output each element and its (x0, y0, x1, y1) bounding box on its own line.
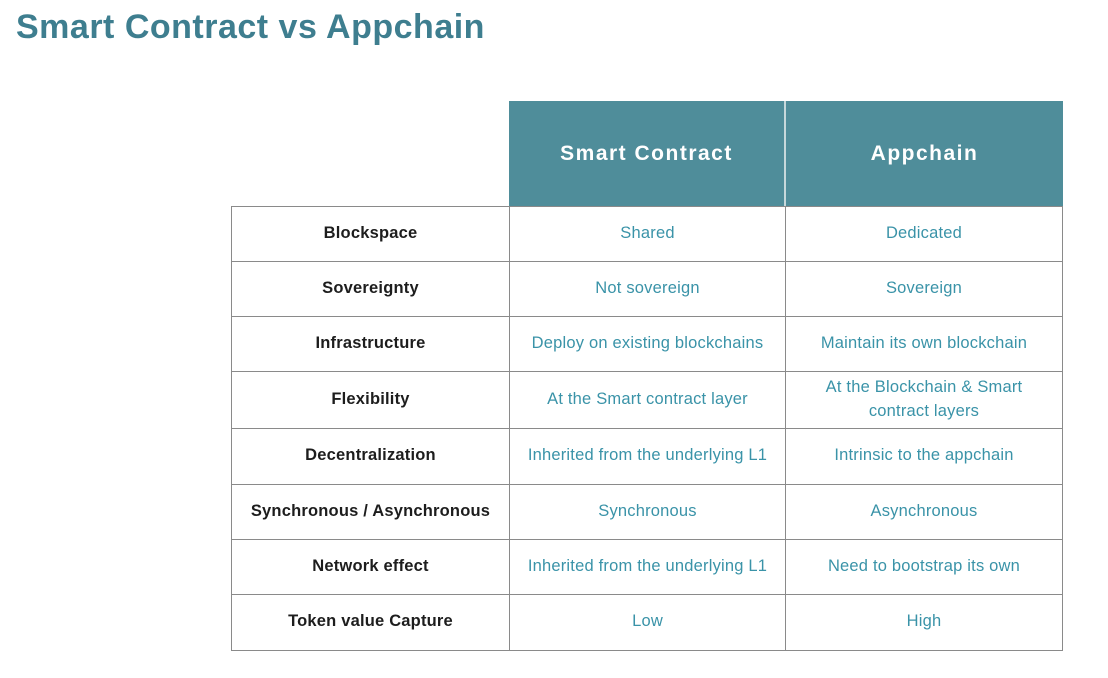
column-header-smart-contract: Smart Contract (509, 101, 784, 206)
row-feature-blockspace: Blockspace (232, 207, 510, 263)
cell-smart-contract-token-value-capture: Low (510, 594, 786, 650)
cell-appchain-flexibility: At the Blockchain & Smart contract layer… (786, 372, 1062, 430)
cell-smart-contract-blockspace: Shared (510, 207, 786, 263)
table-header-row: Smart Contract Appchain (509, 101, 1063, 206)
row-feature-network-effect: Network effect (232, 539, 510, 595)
cell-appchain-network-effect: Need to bootstrap its own (786, 540, 1062, 595)
cell-smart-contract-network-effect: Inherited from the underlying L1 (510, 539, 786, 595)
cell-appchain-sync-async: Asynchronous (786, 485, 1062, 540)
page-title: Smart Contract vs Appchain (16, 8, 485, 46)
cell-appchain-decentralization: Intrinsic to the appchain (786, 429, 1062, 485)
comparison-table: Blockspace Shared Dedicated Sovereignty … (231, 206, 1063, 651)
cell-smart-contract-sovereignty: Not sovereign (510, 262, 786, 318)
cell-smart-contract-flexibility: At the Smart contract layer (510, 372, 786, 430)
row-feature-infrastructure: Infrastructure (232, 317, 510, 373)
row-feature-sync-async: Synchronous / Asynchronous (232, 484, 510, 540)
cell-smart-contract-sync-async: Synchronous (510, 484, 786, 540)
cell-appchain-token-value-capture: High (906, 612, 942, 631)
cell-appchain-blockspace: Dedicated (786, 207, 1062, 263)
cell-smart-contract-decentralization: Inherited from the underlying L1 (510, 429, 786, 485)
cell-appchain-infrastructure: Maintain its own blockchain (786, 317, 1062, 373)
cell-smart-contract-infrastructure: Deploy on existing blockchains (510, 317, 786, 373)
row-feature-token-value-capture: Token value Capture (232, 594, 510, 650)
column-header-appchain: Appchain (786, 101, 1063, 206)
header-column-divider (784, 101, 786, 206)
cell-appchain-sovereignty: Sovereign (786, 262, 1062, 318)
row-feature-flexibility: Flexibility (232, 372, 510, 430)
row-feature-sovereignty: Sovereignty (232, 262, 510, 318)
row-feature-decentralization: Decentralization (232, 429, 510, 485)
